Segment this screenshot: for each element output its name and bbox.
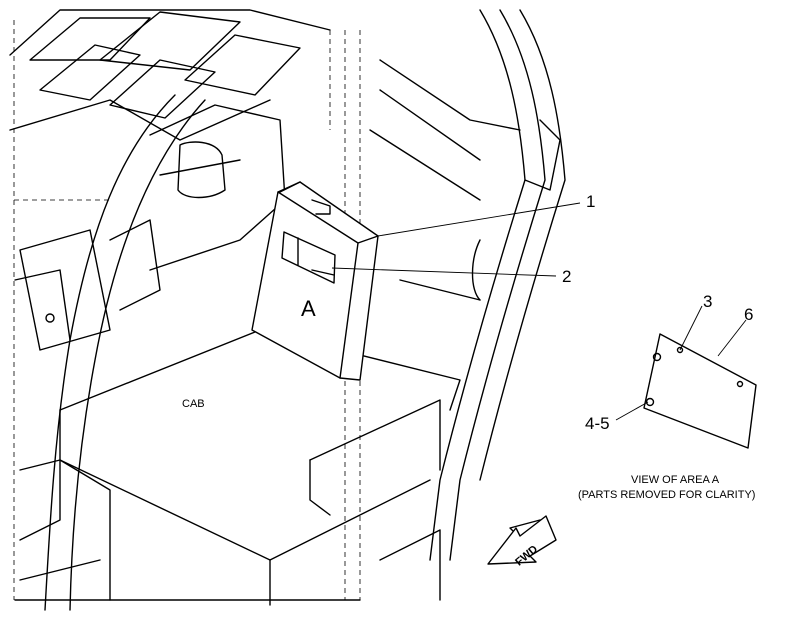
cab-structure: [9, 9, 566, 611]
bolt-hole-icon: [652, 352, 662, 362]
callout-1: 1: [586, 192, 595, 211]
area-label: A: [301, 296, 316, 321]
bolt-hole-icon: [645, 397, 655, 407]
leader-lines: [331, 202, 747, 421]
cab-label: CAB: [182, 398, 205, 410]
bolt-hole-icon: [676, 346, 684, 354]
view-caption-line2: (PARTS REMOVED FOR CLARITY): [578, 489, 755, 501]
callout-3: 3: [703, 292, 712, 311]
bolt-hole-icon: [736, 380, 744, 388]
callout-2: 2: [562, 267, 571, 286]
component-box-a: [251, 181, 379, 381]
view-caption-line1: VIEW OF AREA A: [631, 474, 720, 486]
callout-6: 6: [744, 305, 753, 324]
callout-4-5: 4-5: [585, 414, 610, 433]
forward-arrow-icon: FWD: [487, 515, 557, 568]
detail-plate: [643, 333, 757, 449]
